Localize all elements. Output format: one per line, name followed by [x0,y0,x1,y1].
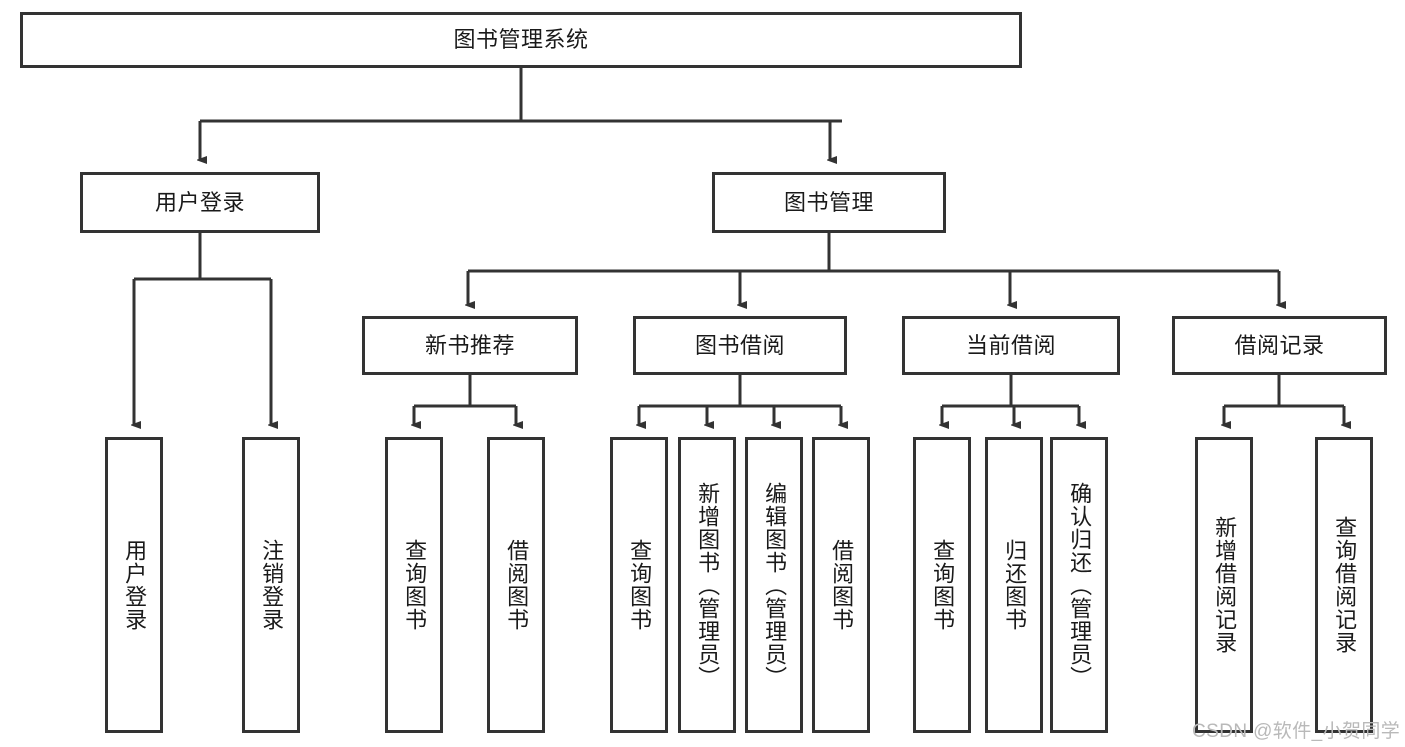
leaf-borrow-book-label: 借阅图书 [829,539,855,631]
leaf-add-record-label: 新增借阅记录 [1212,516,1238,654]
leaf-borrow-book-rec[interactable]: 借阅图书 [487,437,545,733]
leaf-logout[interactable]: 注销登录 [242,437,300,733]
leaf-edit-book[interactable]: 编辑图书（管理员） [745,437,803,733]
leaf-query-book-rec[interactable]: 查询图书 [385,437,443,733]
node-book-borrow-label: 图书借阅 [694,332,785,358]
leaf-return-book-label: 归还图书 [1002,539,1028,631]
node-book-manage-label: 图书管理 [783,189,874,215]
leaf-query-book-cur[interactable]: 查询图书 [913,437,971,733]
leaf-user-login[interactable]: 用户登录 [105,437,163,733]
leaf-add-book[interactable]: 新增图书（管理员） [678,437,736,733]
leaf-query-record[interactable]: 查询借阅记录 [1315,437,1373,733]
node-book-manage[interactable]: 图书管理 [712,172,946,233]
node-new-book-rec-label: 新书推荐 [424,332,515,358]
leaf-logout-label: 注销登录 [259,539,285,631]
leaf-user-login-label: 用户登录 [122,539,148,631]
leaf-query-book-cur-label: 查询图书 [930,539,956,631]
leaf-edit-book-label: 编辑图书（管理员） [762,481,788,689]
node-book-borrow[interactable]: 图书借阅 [633,316,847,375]
leaf-add-record[interactable]: 新增借阅记录 [1195,437,1253,733]
leaf-confirm-return-label: 确认归还（管理员） [1067,481,1093,689]
leaf-query-book-rec-label: 查询图书 [402,539,428,631]
node-current-borrow[interactable]: 当前借阅 [902,316,1120,375]
node-new-book-rec[interactable]: 新书推荐 [362,316,578,375]
leaf-query-record-label: 查询借阅记录 [1332,516,1358,654]
leaf-query-book-borrow[interactable]: 查询图书 [610,437,668,733]
node-borrow-record[interactable]: 借阅记录 [1172,316,1387,375]
leaf-borrow-book[interactable]: 借阅图书 [812,437,870,733]
csdn-watermark: CSDN @软件_小贺同学 [1192,721,1401,742]
leaf-return-book[interactable]: 归还图书 [985,437,1043,733]
node-root[interactable]: 图书管理系统 [20,12,1022,68]
leaf-query-book-borrow-label: 查询图书 [627,539,653,631]
node-user-login[interactable]: 用户登录 [80,172,320,233]
node-current-borrow-label: 当前借阅 [965,332,1056,358]
leaf-borrow-book-rec-label: 借阅图书 [504,539,530,631]
node-root-label: 图书管理系统 [453,27,589,53]
leaf-confirm-return[interactable]: 确认归还（管理员） [1050,437,1108,733]
node-borrow-record-label: 借阅记录 [1234,332,1325,358]
node-user-login-label: 用户登录 [154,189,245,215]
leaf-add-book-label: 新增图书（管理员） [695,481,721,689]
